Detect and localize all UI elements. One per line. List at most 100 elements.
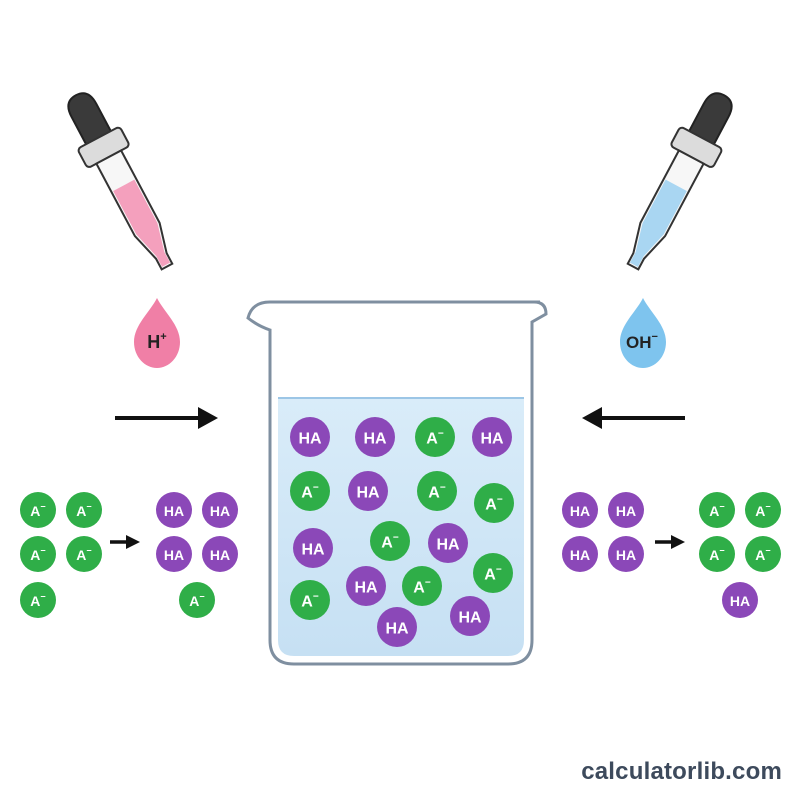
a-minus-ion: A− [66, 536, 102, 572]
acid-drop-label: H [147, 332, 160, 352]
ha-label: HA [385, 620, 409, 637]
ha-molecule: HA [472, 417, 512, 457]
ha-molecule: HA [202, 492, 238, 528]
a-minus-charge: − [199, 591, 204, 601]
a-minus-ion: A− [745, 536, 781, 572]
ha-circle [608, 536, 644, 572]
a-minus-label: A− [709, 501, 724, 518]
ha-circle [348, 471, 388, 511]
left-after-group: HA HA HA HA A− [156, 492, 238, 618]
ha-circle [290, 417, 330, 457]
ha-circle [202, 536, 238, 572]
a-minus-ion: A− [20, 582, 56, 618]
ha-circle [428, 523, 468, 563]
a-minus-circle [179, 582, 215, 618]
ha-circle [156, 536, 192, 572]
a-minus-ion: A− [179, 582, 215, 618]
ha-molecule: HA [293, 528, 333, 568]
arrow-left-reaction [110, 535, 140, 549]
a-minus-label: A− [413, 577, 431, 596]
ha-circle [562, 492, 598, 528]
ha-molecule: HA [450, 596, 490, 636]
a-minus-charge: − [496, 564, 502, 575]
a-minus-label: A− [709, 545, 724, 562]
a-minus-label: A− [301, 482, 319, 501]
a-minus-charge: − [719, 545, 724, 555]
ha-circle [472, 417, 512, 457]
ha-circle [156, 492, 192, 528]
a-minus-circle [370, 521, 410, 561]
base-drop-shape [620, 298, 666, 368]
a-minus-ion: A− [290, 580, 330, 620]
base-dropper-bulb [686, 92, 733, 148]
a-minus-circle [290, 471, 330, 511]
ha-molecule: HA [562, 536, 598, 572]
ha-molecule: HA [156, 492, 192, 528]
ha-molecule: HA [608, 536, 644, 572]
ha-molecule: HA [377, 607, 417, 647]
ha-molecule: HA [428, 523, 468, 563]
ha-circle [202, 492, 238, 528]
a-minus-circle [66, 536, 102, 572]
a-minus-label: A− [30, 545, 45, 562]
a-minus-circle [402, 566, 442, 606]
a-minus-ion: A− [370, 521, 410, 561]
ha-molecule: HA [355, 417, 395, 457]
a-minus-charge: − [765, 501, 770, 511]
ha-label: HA [298, 430, 322, 447]
a-minus-circle [417, 471, 457, 511]
ha-molecule: HA [722, 582, 758, 618]
a-minus-ion: A− [474, 483, 514, 523]
a-minus-label: A− [76, 545, 91, 562]
ha-label: HA [164, 547, 184, 563]
svg-text:OH−: OH− [626, 331, 658, 352]
a-minus-circle [699, 536, 735, 572]
ha-label: HA [436, 536, 460, 553]
ha-circle [722, 582, 758, 618]
ha-label: HA [570, 503, 590, 519]
a-minus-ion: A− [290, 471, 330, 511]
a-minus-label: A− [30, 501, 45, 518]
a-minus-charge: − [40, 501, 45, 511]
ha-molecule: HA [156, 536, 192, 572]
base-drop-label: OH [626, 333, 652, 352]
a-minus-charge: − [425, 577, 431, 588]
a-minus-ion: A− [745, 492, 781, 528]
a-minus-label: A− [426, 428, 444, 447]
ha-label: HA [363, 430, 387, 447]
a-minus-label: A− [76, 501, 91, 518]
ha-circle [608, 492, 644, 528]
a-minus-label: A− [301, 591, 319, 610]
ha-molecule: HA [348, 471, 388, 511]
a-minus-charge: − [86, 501, 91, 511]
a-minus-label: A− [428, 482, 446, 501]
a-minus-circle [20, 492, 56, 528]
base-drop-sup: − [652, 331, 658, 343]
a-minus-ion: A− [66, 492, 102, 528]
ha-molecule: HA [346, 566, 386, 606]
ha-molecule: HA [290, 417, 330, 457]
base-dropper-liquid [629, 179, 687, 267]
acid-drop-shape [134, 298, 180, 368]
a-minus-circle [20, 536, 56, 572]
a-minus-charge: − [313, 482, 319, 493]
ha-circle [346, 566, 386, 606]
a-minus-circle [20, 582, 56, 618]
a-minus-ion: A− [20, 492, 56, 528]
ha-circle [450, 596, 490, 636]
ha-label: HA [210, 503, 230, 519]
ha-label: HA [354, 579, 378, 596]
a-minus-ion: A− [417, 471, 457, 511]
a-minus-ion: A− [20, 536, 56, 572]
acid-dropper-bulb [67, 92, 114, 148]
a-minus-charge: − [438, 428, 444, 439]
ha-label: HA [616, 547, 636, 563]
a-minus-circle [66, 492, 102, 528]
a-minus-circle [745, 492, 781, 528]
a-minus-label: A− [485, 494, 503, 513]
ha-molecule: HA [202, 536, 238, 572]
acid-dropper-liquid [113, 179, 171, 267]
